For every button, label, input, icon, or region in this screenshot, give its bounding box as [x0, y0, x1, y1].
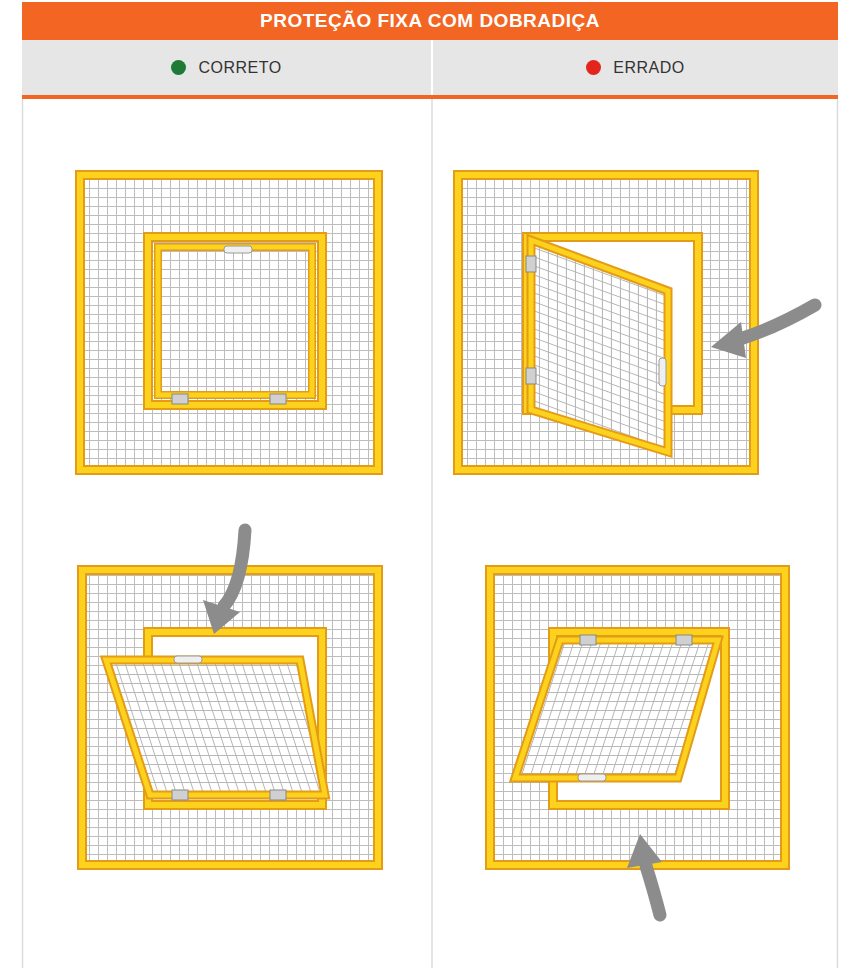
drawing-shape — [531, 240, 668, 452]
legend-label: CORRETO — [198, 59, 281, 77]
drawing-shape — [22, 40, 838, 95]
legend-label: ERRADO — [613, 59, 684, 77]
drawing-shape — [526, 256, 536, 272]
drawing-shape — [627, 834, 662, 868]
drawing-shape — [80, 175, 378, 470]
title-band: PROTEÇÃO FIXA COM DOBRADIÇA — [22, 2, 838, 40]
drawing-shape — [490, 570, 785, 865]
drawing-shape — [740, 305, 815, 339]
legend-item: ERRADO — [586, 59, 684, 77]
drawing-shape — [174, 656, 202, 663]
drawing-shape — [158, 247, 312, 395]
drawing-shape — [106, 660, 325, 795]
header-ground — [22, 40, 838, 99]
drawing-shape — [106, 660, 325, 795]
drawing-shape — [458, 175, 754, 470]
drawing-shape — [458, 175, 754, 470]
drawing-shape — [80, 175, 378, 470]
drawing-shape — [172, 394, 188, 404]
drawing-shape — [515, 640, 718, 778]
mesh-panel-side-hinge — [458, 175, 815, 470]
legend-item: CORRETO — [171, 59, 281, 77]
header-cell: ERRADO — [433, 40, 838, 95]
mesh-panel-top-hinge — [490, 570, 785, 915]
drawing-shape — [224, 530, 245, 606]
drawing-shape — [711, 322, 746, 358]
status-dot — [171, 60, 186, 75]
mesh-panel-bottom-hinge — [82, 530, 378, 865]
drawing-shape — [148, 237, 322, 405]
drawing-shape — [23, 99, 838, 968]
drawing-shape — [490, 570, 785, 865]
drawing-shape — [80, 175, 378, 470]
header-cell: CORRETO — [22, 40, 431, 95]
drawing-shape — [515, 640, 718, 778]
drawing-shape — [158, 247, 312, 395]
drawing-shape — [106, 660, 325, 795]
drawing-shape — [82, 570, 378, 865]
drawing-shape — [148, 237, 322, 405]
drawing-shape — [676, 635, 692, 645]
drawing-shape — [646, 866, 660, 915]
drawing-shape — [531, 240, 668, 452]
drawing-shape — [526, 368, 536, 384]
drawing-shape — [203, 600, 240, 634]
drawing-shape — [22, 95, 838, 99]
drawing-shape — [515, 640, 718, 778]
drawing-shape — [580, 635, 596, 645]
drawing-shape — [490, 570, 785, 865]
drawing-shape — [224, 246, 252, 253]
drawing-shape — [270, 790, 286, 800]
drawing-shape — [531, 240, 668, 452]
drawing-shape — [431, 40, 433, 95]
mesh-panel-closed — [80, 175, 378, 470]
drawing-shape — [82, 570, 378, 865]
title-text: PROTEÇÃO FIXA COM DOBRADIÇA — [260, 10, 600, 32]
drawing-shape — [458, 175, 754, 470]
status-dot — [586, 60, 601, 75]
drawing-shape — [82, 570, 378, 865]
panel-lines — [23, 99, 838, 968]
drawing-shape — [659, 358, 666, 386]
drawing-shape — [270, 394, 286, 404]
drawing-shape — [172, 790, 188, 800]
drawing-shape — [578, 774, 606, 781]
